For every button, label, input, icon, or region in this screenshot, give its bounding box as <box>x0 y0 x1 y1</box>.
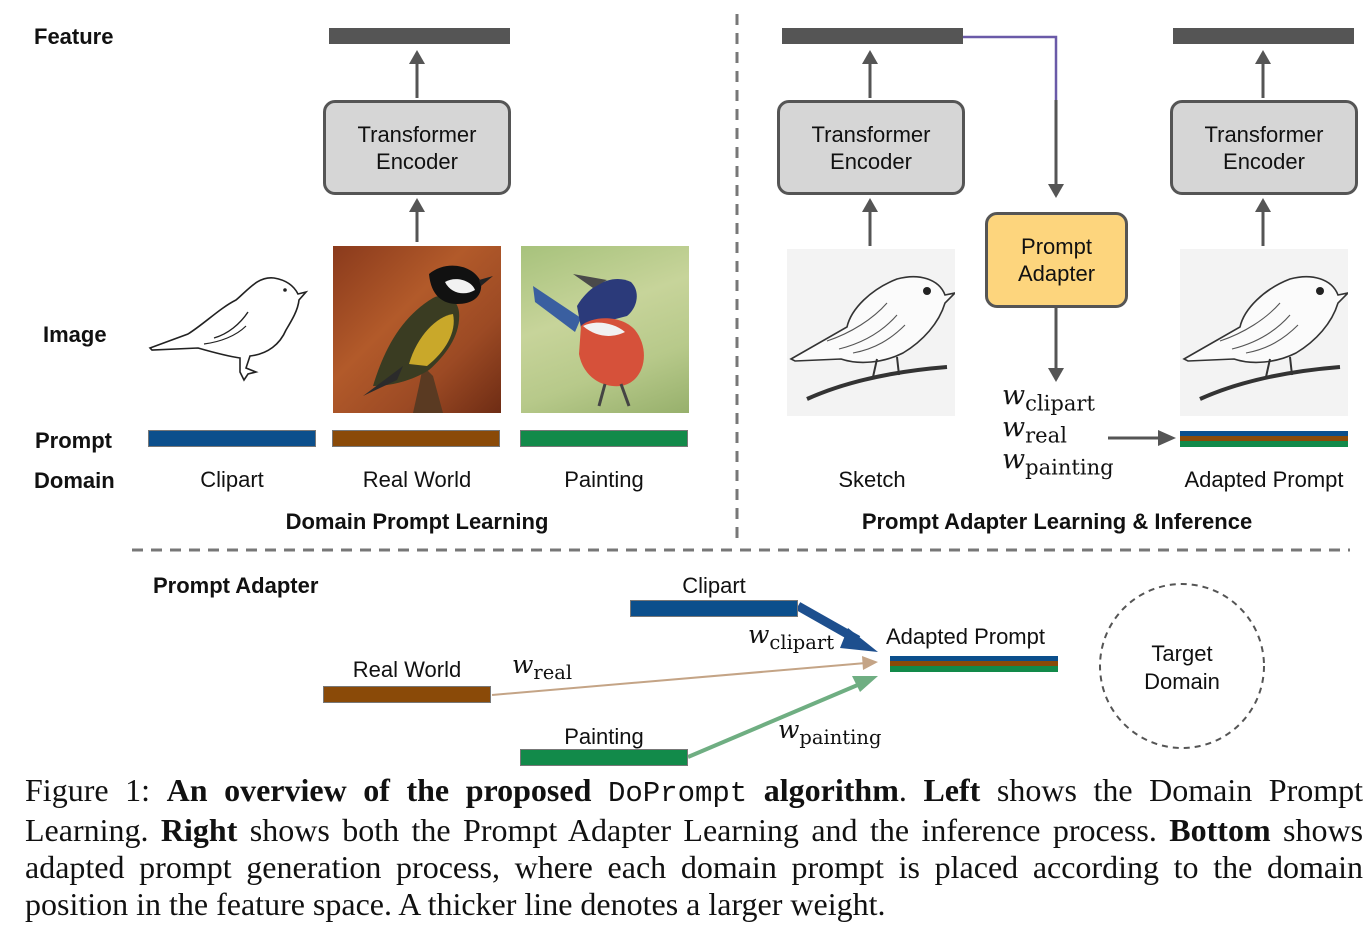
weight-real: wreal <box>1002 412 1067 448</box>
sketch-bird-image-adapted <box>1180 249 1348 416</box>
right-transformer-encoder-2: Transformer Encoder <box>1170 100 1358 195</box>
clipart-bird-image <box>148 277 309 382</box>
bottom-adapted-prompt-bar <box>890 656 1058 672</box>
adapted-prompt-label: Adapted Prompt <box>1184 467 1344 492</box>
domain-label-clipart: Clipart <box>200 467 264 492</box>
domain-label-real-world: Real World <box>362 467 472 492</box>
bottom-painting-bar <box>520 749 688 766</box>
prompt-adapter-box: Prompt Adapter <box>985 212 1128 308</box>
bottom-weight-clipart: wclipart <box>748 620 835 654</box>
real-world-bird-image <box>333 246 501 413</box>
row-label-feature: Feature <box>34 24 114 49</box>
right-feature-bar-1 <box>782 28 963 44</box>
sketch-label: Sketch <box>838 467 906 492</box>
bottom-clipart-bar <box>630 600 798 617</box>
adapted-prompt-bar <box>1180 431 1348 447</box>
bottom-real-world-bar <box>323 686 491 703</box>
right-feature-bar-2 <box>1173 28 1354 44</box>
bottom-adapted-prompt-label: Adapted Prompt <box>886 624 1045 649</box>
left-feature-bar <box>329 28 510 44</box>
painting-prompt-bar <box>520 430 688 447</box>
bottom-painting-label: Painting <box>564 724 644 749</box>
weight-painting: wpainting <box>1002 444 1114 480</box>
sketch-bird-image <box>787 249 955 416</box>
bottom-weight-painting: wpainting <box>778 715 882 749</box>
bottom-clipart-label: Clipart <box>682 573 746 598</box>
row-label-prompt: Prompt <box>35 428 112 453</box>
figure-caption: Figure 1: An overview of the proposed Do… <box>25 772 1364 922</box>
real-world-prompt-bar <box>332 430 500 447</box>
row-label-image: Image <box>43 322 107 347</box>
row-label-domain: Domain <box>34 468 115 493</box>
right-section-title: Prompt Adapter Learning & Inference <box>861 509 1253 534</box>
weight-clipart: wclipart <box>1002 380 1095 416</box>
bottom-section-title: Prompt Adapter <box>153 573 319 598</box>
left-section-title: Domain Prompt Learning <box>285 509 549 534</box>
right-transformer-encoder-1: Transformer Encoder <box>777 100 965 195</box>
clipart-prompt-bar <box>148 430 316 447</box>
bottom-weight-real: wreal <box>512 650 573 684</box>
target-domain-circle <box>1099 583 1265 749</box>
bottom-real-world-label: Real World <box>352 657 462 682</box>
painting-bird-image <box>521 246 689 413</box>
domain-label-painting: Painting <box>564 467 644 492</box>
target-domain-label: Target Domain <box>1144 641 1220 694</box>
left-transformer-encoder: Transformer Encoder <box>323 100 511 195</box>
diagram-lines <box>132 14 1350 759</box>
